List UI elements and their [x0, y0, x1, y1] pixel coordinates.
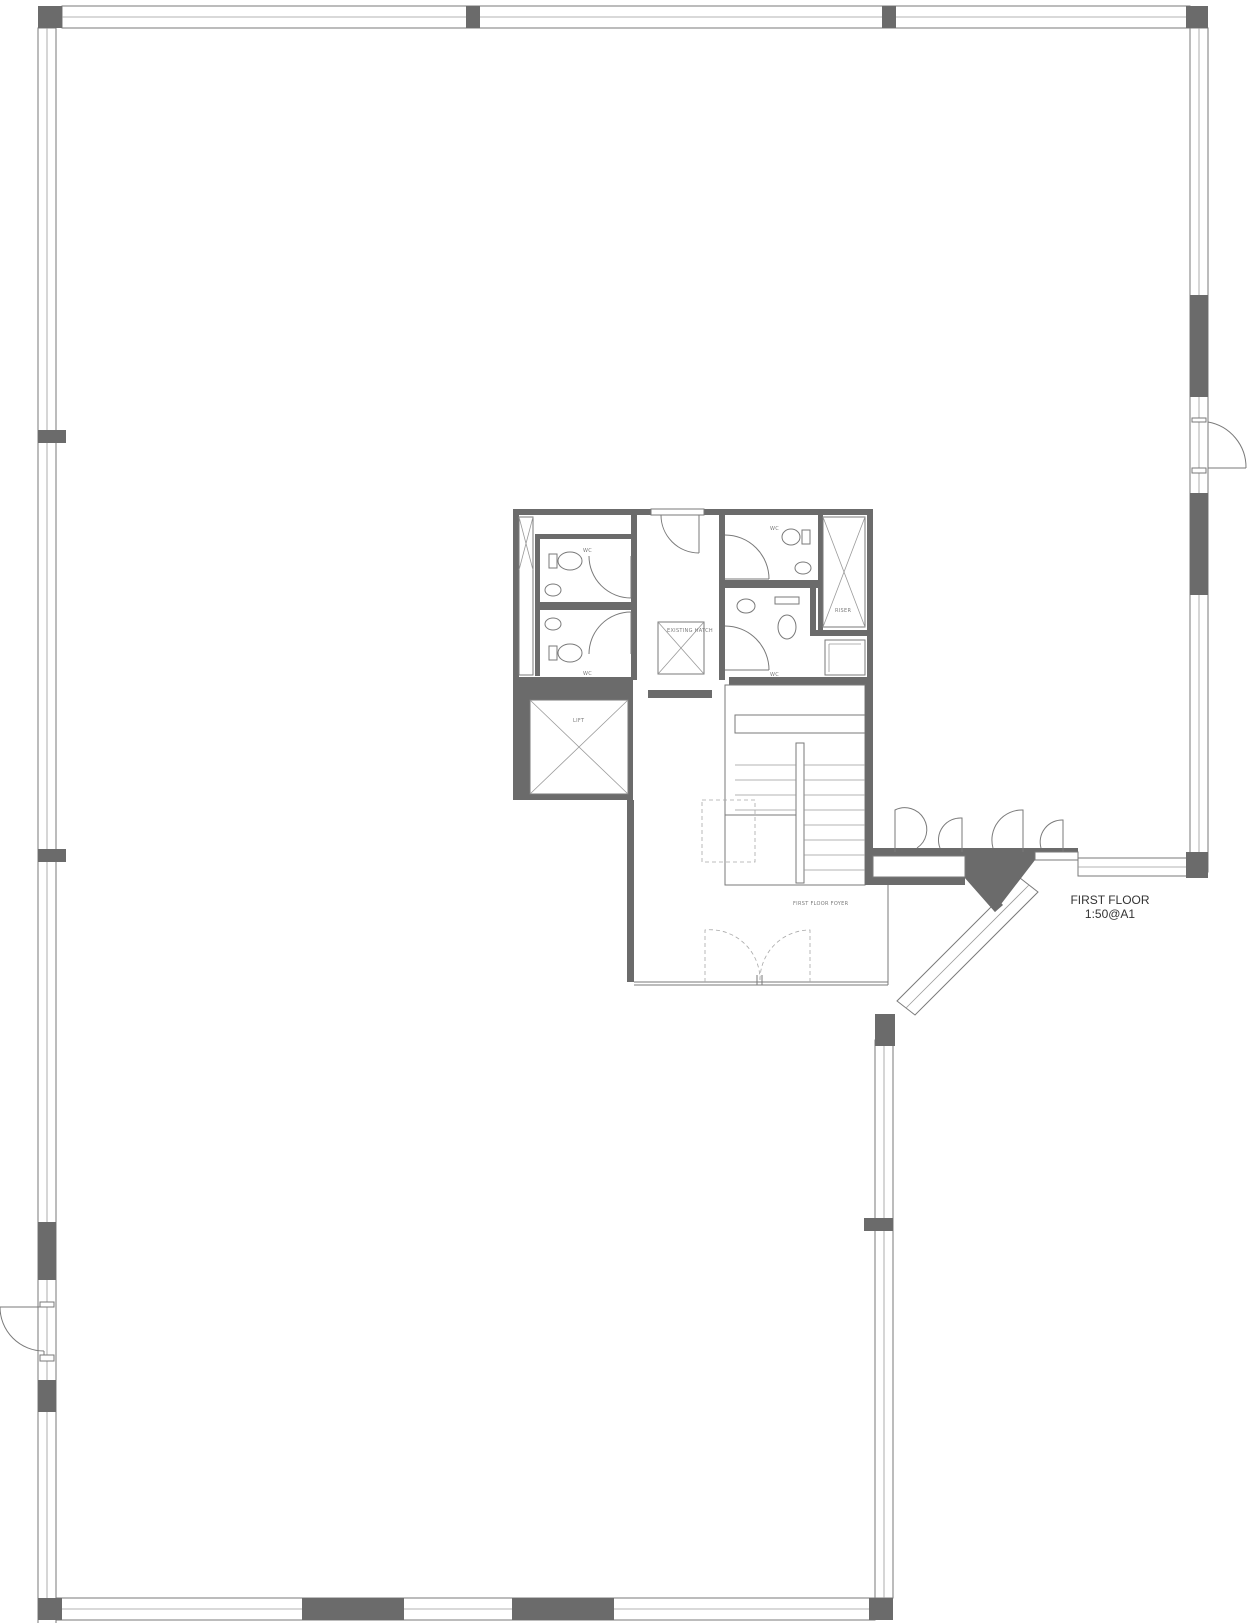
wc-block [513, 508, 873, 685]
outer-walls [37, 5, 1209, 1623]
columns [38, 6, 1208, 1620]
label-riser: RISER [835, 608, 851, 614]
right-lobby [865, 685, 1079, 912]
stair [701, 684, 867, 886]
label-wc-right-upper: WC [770, 526, 779, 532]
external-doors [0, 417, 1247, 1362]
label-wc-right-lower: WC [770, 672, 779, 678]
drawing-title-block: FIRST FLOOR 1:50@A1 [1050, 893, 1170, 921]
label-wc-left-lower: WC [583, 671, 592, 677]
drawing-title: FIRST FLOOR [1070, 893, 1150, 907]
drawing-scale: 1:50@A1 [1084, 907, 1136, 921]
label-foyer: FIRST FLOOR FOYER [793, 901, 849, 907]
room-labels: WC WC WC WC EXISTING HATCH RISER LIFT FI… [573, 526, 851, 907]
label-existing-hatch: EXISTING HATCH [667, 628, 713, 634]
foyer [627, 800, 889, 986]
label-lift: LIFT [573, 718, 585, 724]
lift [513, 685, 712, 800]
label-wc-left-upper: WC [583, 548, 592, 554]
